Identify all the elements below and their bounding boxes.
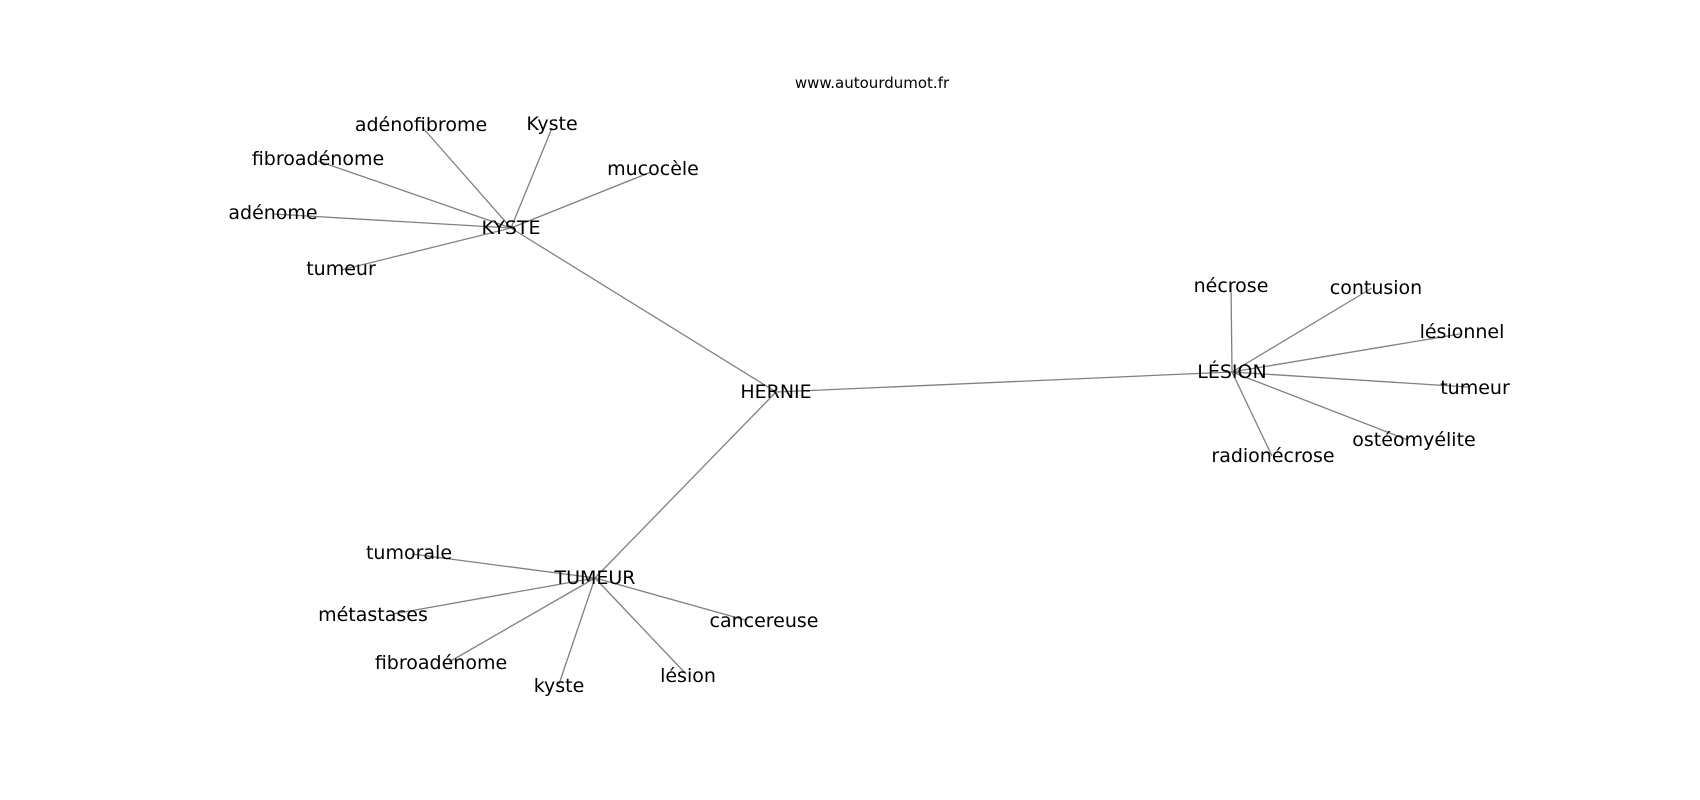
node-leaf: radionécrose bbox=[1211, 445, 1334, 467]
node-leaf: tumorale bbox=[366, 542, 452, 564]
node-hub-kyste: KYSTE bbox=[481, 217, 540, 239]
edge-kyste-tumeur bbox=[340, 227, 512, 271]
edge-hernie-tumeur bbox=[594, 391, 777, 579]
edge-tumeur-metastases bbox=[392, 577, 596, 615]
edges bbox=[272, 127, 1469, 685]
edge-kyste-adenofibrome bbox=[422, 127, 512, 229]
edge-tumeur-tumorale bbox=[411, 553, 596, 579]
node-leaf: tumeur bbox=[306, 258, 376, 280]
node-leaf: ostéomyélite bbox=[1352, 429, 1475, 451]
node-leaf: nécrose bbox=[1194, 275, 1269, 297]
edge-tumeur-fibroadenome bbox=[448, 577, 596, 663]
node-leaf: lésion bbox=[660, 665, 716, 687]
edge-lesion-osteomyelite bbox=[1231, 371, 1409, 441]
edge-hernie-lesion bbox=[775, 371, 1233, 393]
node-center: HERNIE bbox=[740, 381, 811, 403]
edge-tumeur-kyste bbox=[558, 577, 596, 685]
node-leaf: adénofibrome bbox=[355, 114, 487, 136]
edge-lesion-radionecrose bbox=[1231, 371, 1273, 457]
node-leaf: métastases bbox=[318, 604, 428, 626]
source-label: www.autourdumot.fr bbox=[795, 74, 950, 92]
edge-lesion-contusion bbox=[1231, 287, 1373, 373]
edge-tumeur-lesion bbox=[594, 577, 687, 675]
edge-lesion-necrose bbox=[1230, 284, 1233, 373]
edge-lesion-lesionnel bbox=[1231, 333, 1461, 373]
edge-kyste-fibroadenome bbox=[317, 160, 512, 229]
edge-hernie-kyste bbox=[510, 227, 777, 393]
node-hub-tumeur: TUMEUR bbox=[553, 567, 635, 589]
node-leaf: kyste bbox=[534, 675, 585, 697]
node-leaf: fibroadénome bbox=[375, 652, 507, 674]
node-leaf: mucocèle bbox=[607, 158, 699, 180]
node-leaf: tumeur bbox=[1440, 377, 1510, 399]
edge-kyste-adenome bbox=[272, 213, 512, 229]
node-leaf: Kyste bbox=[526, 113, 577, 135]
edge-kyste-mucocele bbox=[510, 171, 652, 229]
node-leaf: fibroadénome bbox=[252, 148, 384, 170]
node-leaf: cancereuse bbox=[710, 610, 819, 632]
node-leaf: adénome bbox=[228, 202, 317, 224]
node-leaf: contusion bbox=[1330, 277, 1422, 299]
edge-kyste-kyste bbox=[510, 127, 553, 229]
node-leaf: lésionnel bbox=[1420, 321, 1505, 343]
node-labels: HERNIE KYSTE adénofibrome Kyste mucocèle… bbox=[228, 113, 1510, 697]
edge-tumeur-cancereuse bbox=[594, 577, 746, 621]
node-hub-lesion: LÉSION bbox=[1197, 360, 1266, 383]
edge-lesion-tumeur bbox=[1231, 371, 1469, 388]
